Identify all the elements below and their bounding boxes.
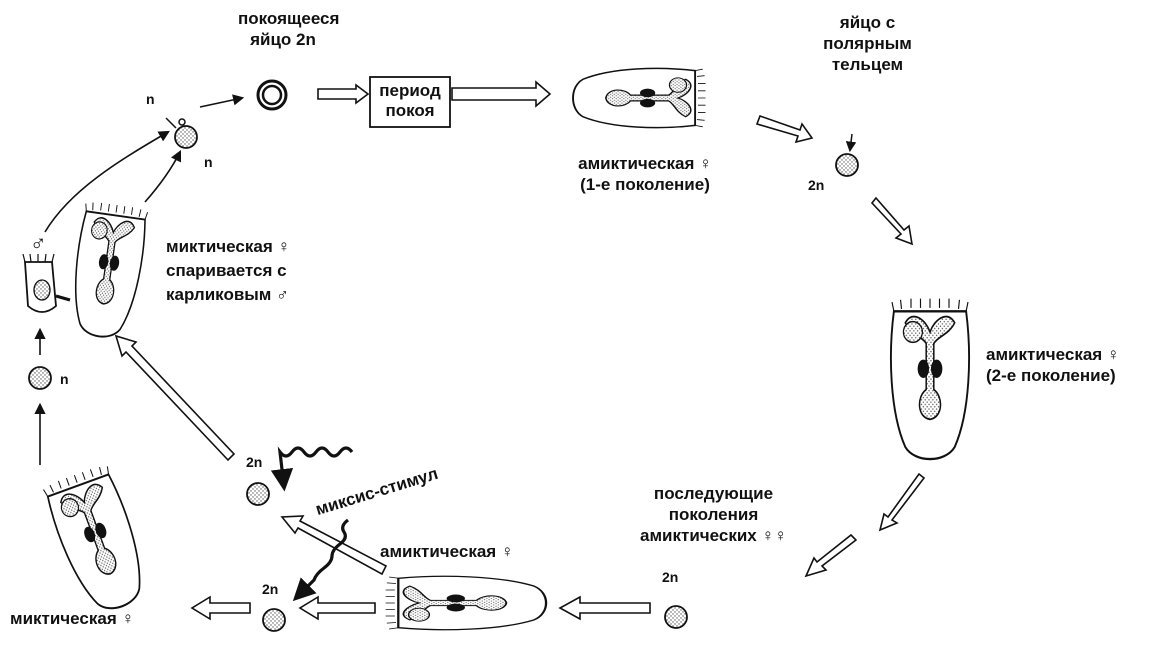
mictic-female-label: миктическая ♀ [10,608,134,629]
open-arrows [116,82,924,619]
egg-2n-right [665,606,687,628]
ploidy-n-left: n [60,371,69,387]
egg-2n-left [263,609,285,631]
dwarf-male [23,254,70,312]
first-generation-label: (1-е поколение) [545,174,745,195]
amictic-female-1 [573,68,706,127]
ploidy-n-top: n [146,91,155,107]
ploidy-n-egg: n [204,154,213,170]
polar-body-egg [836,134,858,176]
haploid-egg [29,367,51,389]
ploidy-2n-polar: 2n [808,177,824,193]
amictic-female-bottom-label: амиктическая ♀ [380,541,514,562]
male-symbol: ♂ [30,230,47,255]
resting-egg [258,81,286,109]
mictic-female [42,463,155,618]
ploidy-2n-left: 2n [262,581,278,597]
resting-egg-label: покоящееся яйцо 2n [238,8,328,50]
polar-body-egg-label: яйцо с полярным тельцем [820,12,915,75]
amictic-female-first-label: амиктическая ♀ [545,153,745,174]
mating-label: миктическая ♀ спаривается с карликовым ♂ [166,235,346,307]
fertilized-egg [166,118,197,148]
ploidy-2n-right: 2n [662,569,678,585]
subsequent-generations-label: последующие поколения амиктических ♀♀ [626,483,801,546]
second-generation-label: (2-е поколение) [986,365,1116,386]
egg-2n-upper [247,483,269,505]
ploidy-2n-upper: 2n [246,454,262,470]
amictic-female-2 [891,299,969,459]
rest-period-label: период покоя [372,81,448,121]
amictic-female-second-label: амиктическая ♀ [986,344,1120,365]
mictic-female-mating [67,201,149,341]
amictic-female-bottom [386,576,546,629]
